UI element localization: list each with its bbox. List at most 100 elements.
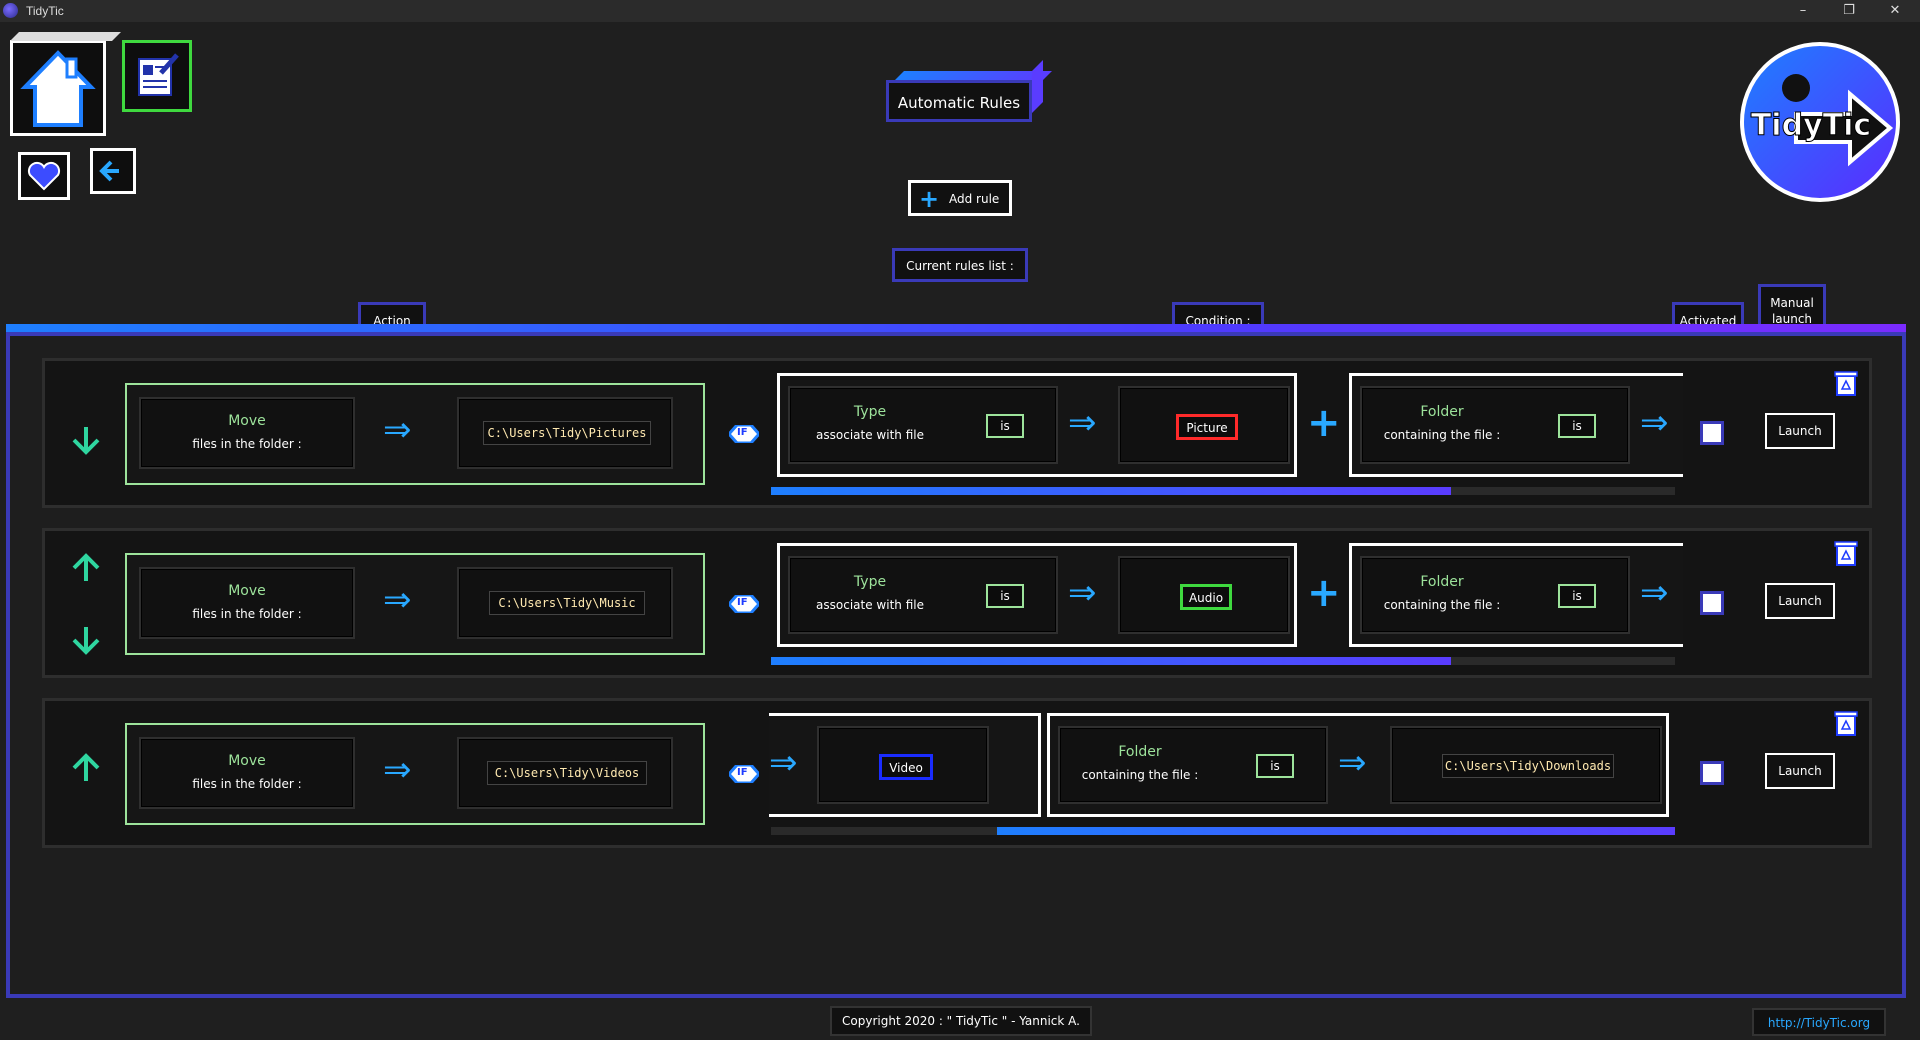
plus-icon: + xyxy=(1307,400,1341,446)
right-arrow-icon: ⇒ xyxy=(1068,573,1097,613)
table-frame-top xyxy=(6,324,1906,334)
condition-type-box: ⇒ Video xyxy=(769,713,1041,817)
condition-subtitle: containing the file : xyxy=(1081,768,1199,782)
close-button[interactable]: ✕ xyxy=(1889,3,1901,18)
edit-icon xyxy=(138,53,179,96)
condition-title: Folder xyxy=(1420,404,1464,420)
activated-checkbox[interactable] xyxy=(1700,421,1724,445)
favorites-button[interactable] xyxy=(18,152,70,200)
condition-scrollbar[interactable] xyxy=(771,657,1675,665)
condition-subtitle: associate with file xyxy=(816,428,924,442)
scrollbar-thumb[interactable] xyxy=(997,827,1675,835)
minimize-button[interactable]: – xyxy=(1799,3,1807,18)
app-icon xyxy=(3,3,18,18)
if-icon xyxy=(729,425,759,443)
condition-value-cell[interactable]: Audio xyxy=(1118,556,1290,634)
move-up-icon[interactable] xyxy=(69,551,103,585)
scrollbar-thumb[interactable] xyxy=(771,657,1451,665)
tidytic-logo: TidyTic xyxy=(1740,42,1900,202)
back-arrow-icon xyxy=(99,160,119,182)
target-folder-path: C:\Users\Tidy\Videos xyxy=(487,761,647,785)
folder-value-path: C:\Users\Tidy\Downloads xyxy=(1442,754,1614,778)
condition-subtitle: containing the file : xyxy=(1383,598,1501,612)
condition-folder-cell[interactable]: Folder containing the file : is xyxy=(1360,386,1630,464)
action-type-cell[interactable]: Move files in the folder : xyxy=(139,397,355,469)
condition-scrollbar[interactable] xyxy=(771,487,1675,495)
action-subtitle: files in the folder : xyxy=(192,607,302,621)
type-value-chip[interactable]: Audio xyxy=(1180,584,1232,610)
trash-icon[interactable] xyxy=(1833,539,1859,567)
right-arrow-icon: ⇒ xyxy=(383,750,412,790)
operator-chip[interactable]: is xyxy=(986,584,1024,608)
condition-scrollbar[interactable] xyxy=(771,827,1675,835)
rule-row: Move files in the folder : ⇒ C:\Users\Ti… xyxy=(42,528,1872,678)
condition-title: Type xyxy=(853,574,887,590)
logo-text: TidyTic xyxy=(1750,108,1872,144)
condition-folder-cell[interactable]: Folder containing the file : is xyxy=(1058,726,1328,804)
back-button[interactable] xyxy=(90,148,136,194)
restore-button[interactable]: ❐ xyxy=(1843,3,1855,18)
title-bar: TidyTic – ❐ ✕ xyxy=(0,0,1920,22)
if-label: IF xyxy=(737,767,748,778)
launch-button[interactable]: Launch xyxy=(1765,753,1835,789)
if-icon xyxy=(729,595,759,613)
right-arrow-icon: ⇒ xyxy=(1640,573,1669,613)
action-type-cell[interactable]: Move files in the folder : xyxy=(139,737,355,809)
condition-title: Type xyxy=(853,404,887,420)
condition-folder-box: Folder containing the file : is ⇒ xyxy=(1349,543,1683,647)
target-folder-cell[interactable]: C:\Users\Tidy\Videos xyxy=(457,737,673,809)
condition-type-box: Type associate with file is ⇒ Picture xyxy=(777,373,1297,477)
right-arrow-icon: ⇒ xyxy=(1068,403,1097,443)
move-down-icon[interactable] xyxy=(69,623,103,657)
operator-chip[interactable]: is xyxy=(986,414,1024,438)
condition-type-cell[interactable]: Type associate with file is xyxy=(788,386,1058,464)
activated-checkbox[interactable] xyxy=(1700,591,1724,615)
plus-icon: + xyxy=(1307,570,1341,616)
trash-icon[interactable] xyxy=(1833,369,1859,397)
operator-chip[interactable]: is xyxy=(1558,584,1596,608)
logo-arrow-icon xyxy=(1782,74,1894,167)
right-arrow-icon: ⇒ xyxy=(1640,403,1669,443)
rules-list-label: Current rules list : xyxy=(892,248,1028,282)
condition-folder-value-cell[interactable]: C:\Users\Tidy\Downloads xyxy=(1390,726,1662,804)
move-down-icon[interactable] xyxy=(69,423,103,457)
type-value-chip[interactable]: Picture xyxy=(1176,414,1238,440)
type-value-chip[interactable]: Video xyxy=(879,754,933,780)
activated-checkbox[interactable] xyxy=(1700,761,1724,785)
plus-icon: + xyxy=(919,185,940,213)
website-link[interactable]: http://TidyTic.org xyxy=(1752,1008,1886,1036)
action-box: Move files in the folder : ⇒ C:\Users\Ti… xyxy=(125,723,705,825)
condition-folder-cell[interactable]: Folder containing the file : is xyxy=(1360,556,1630,634)
action-type-cell[interactable]: Move files in the folder : xyxy=(139,567,355,639)
condition-type-cell[interactable]: Type associate with file is xyxy=(788,556,1058,634)
launch-button[interactable]: Launch xyxy=(1765,583,1835,619)
page-title: Automatic Rules xyxy=(886,60,1052,122)
launch-button[interactable]: Launch xyxy=(1765,413,1835,449)
operator-chip[interactable]: is xyxy=(1558,414,1596,438)
trash-icon[interactable] xyxy=(1833,709,1859,737)
rule-row: Move files in the folder : ⇒ C:\Users\Ti… xyxy=(42,698,1872,848)
add-rule-button[interactable]: + Add rule xyxy=(908,180,1012,216)
target-folder-cell[interactable]: C:\Users\Tidy\Music xyxy=(457,567,673,639)
rule-row: Move files in the folder : ⇒ C:\Users\Ti… xyxy=(42,358,1872,508)
home-button[interactable] xyxy=(10,32,121,136)
target-folder-path: C:\Users\Tidy\Music xyxy=(489,591,645,615)
condition-value-cell[interactable]: Video xyxy=(817,726,989,804)
move-up-icon[interactable] xyxy=(69,751,103,785)
condition-subtitle: containing the file : xyxy=(1383,428,1501,442)
condition-title: Folder xyxy=(1118,744,1162,760)
edit-button[interactable] xyxy=(122,40,192,112)
condition-title: Folder xyxy=(1420,574,1464,590)
condition-value-cell[interactable]: Picture xyxy=(1118,386,1290,464)
operator-chip[interactable]: is xyxy=(1256,754,1294,778)
target-folder-path: C:\Users\Tidy\Pictures xyxy=(483,421,651,445)
if-icon xyxy=(729,765,759,783)
action-box: Move files in the folder : ⇒ C:\Users\Ti… xyxy=(125,383,705,485)
right-arrow-icon: ⇒ xyxy=(383,410,412,450)
copyright-label: Copyright 2020 : " TidyTic " - Yannick A… xyxy=(830,1006,1092,1036)
scrollbar-thumb[interactable] xyxy=(771,487,1451,495)
target-folder-cell[interactable]: C:\Users\Tidy\Pictures xyxy=(457,397,673,469)
condition-folder-box: Folder containing the file : is ⇒ C:\Use… xyxy=(1047,713,1669,817)
action-subtitle: files in the folder : xyxy=(192,777,302,791)
action-title: Move xyxy=(228,753,266,769)
